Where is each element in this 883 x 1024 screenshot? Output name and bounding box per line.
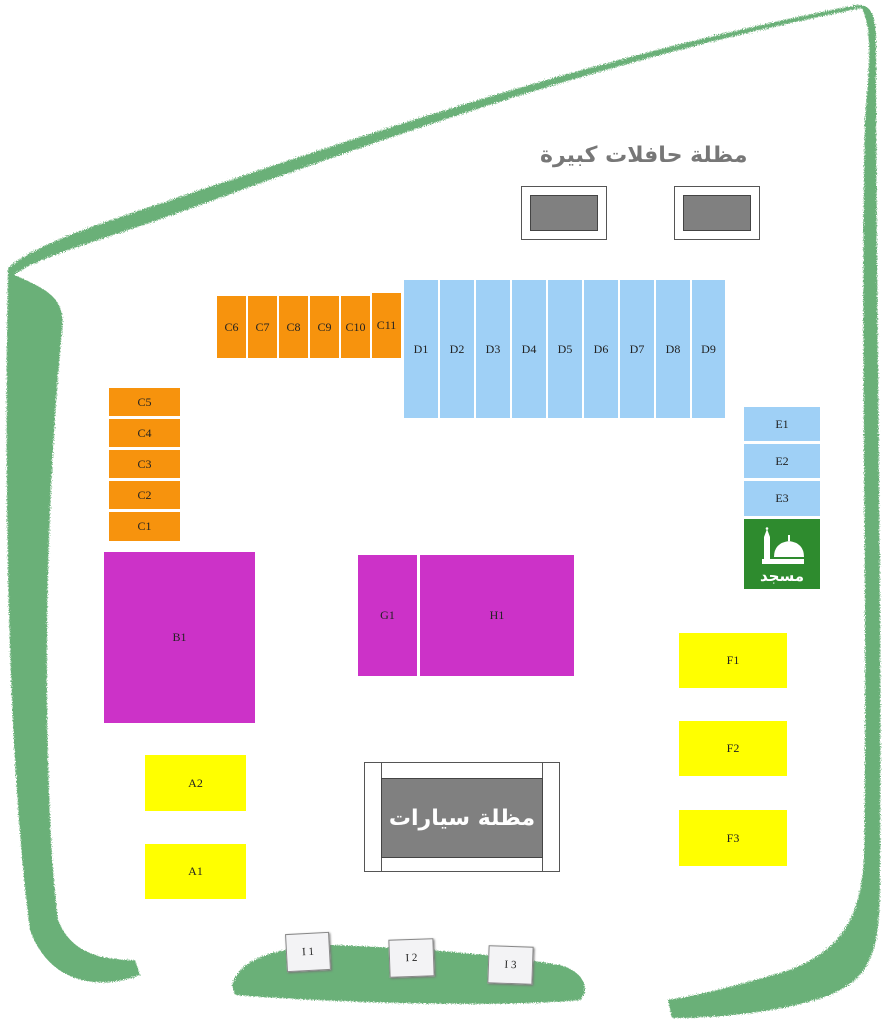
lot-c1[interactable]: C1: [109, 512, 180, 541]
mosque-label: مسجد: [759, 567, 805, 585]
lot-c5[interactable]: C5: [109, 388, 180, 416]
car-canopy: مظلة سيارات: [364, 762, 560, 872]
lot-c8[interactable]: C8: [279, 296, 308, 358]
lot-e3[interactable]: E3: [744, 481, 820, 516]
lot-c7[interactable]: C7: [248, 296, 277, 358]
lot-d3[interactable]: D3: [476, 280, 510, 418]
lot-d7[interactable]: D7: [620, 280, 654, 418]
lot-f3[interactable]: F3: [679, 810, 787, 866]
lot-g1[interactable]: G1: [358, 555, 417, 676]
lot-f1[interactable]: F1: [679, 633, 787, 688]
lot-c11[interactable]: C11: [372, 293, 401, 358]
lot-d4[interactable]: D4: [512, 280, 546, 418]
lot-d9[interactable]: D9: [692, 280, 725, 418]
lot-i3[interactable]: I 3: [487, 945, 534, 985]
lot-f2[interactable]: F2: [679, 721, 787, 776]
lot-i2[interactable]: I 2: [388, 938, 435, 978]
lot-e2[interactable]: E2: [744, 444, 820, 478]
lot-c6[interactable]: C6: [217, 296, 246, 358]
mosque[interactable]: مسجد: [744, 519, 820, 589]
lot-c4[interactable]: C4: [109, 419, 180, 447]
lot-i1[interactable]: I 1: [285, 931, 331, 973]
lot-d5[interactable]: D5: [548, 280, 582, 418]
bus-canopy-2: [674, 186, 760, 240]
lot-c9[interactable]: C9: [310, 296, 339, 358]
lot-h1[interactable]: H1: [420, 555, 574, 676]
car-canopy-title: مظلة سيارات: [388, 805, 536, 831]
mosque-icon: [762, 527, 804, 564]
lot-c10[interactable]: C10: [341, 296, 370, 358]
lot-a2[interactable]: A2: [145, 755, 246, 811]
lot-c2[interactable]: C2: [109, 481, 180, 509]
lot-d1[interactable]: D1: [404, 280, 438, 418]
bus-canopy-title: مظلة حافلات كبيرة: [540, 143, 748, 168]
lot-d2[interactable]: D2: [440, 280, 474, 418]
lot-c3[interactable]: C3: [109, 450, 180, 478]
lot-b1[interactable]: B1: [104, 552, 255, 723]
lot-e1[interactable]: E1: [744, 407, 820, 441]
lot-a1[interactable]: A1: [145, 844, 246, 899]
lot-d6[interactable]: D6: [584, 280, 618, 418]
lot-d8[interactable]: D8: [656, 280, 690, 418]
bus-canopy-1: [521, 186, 607, 240]
